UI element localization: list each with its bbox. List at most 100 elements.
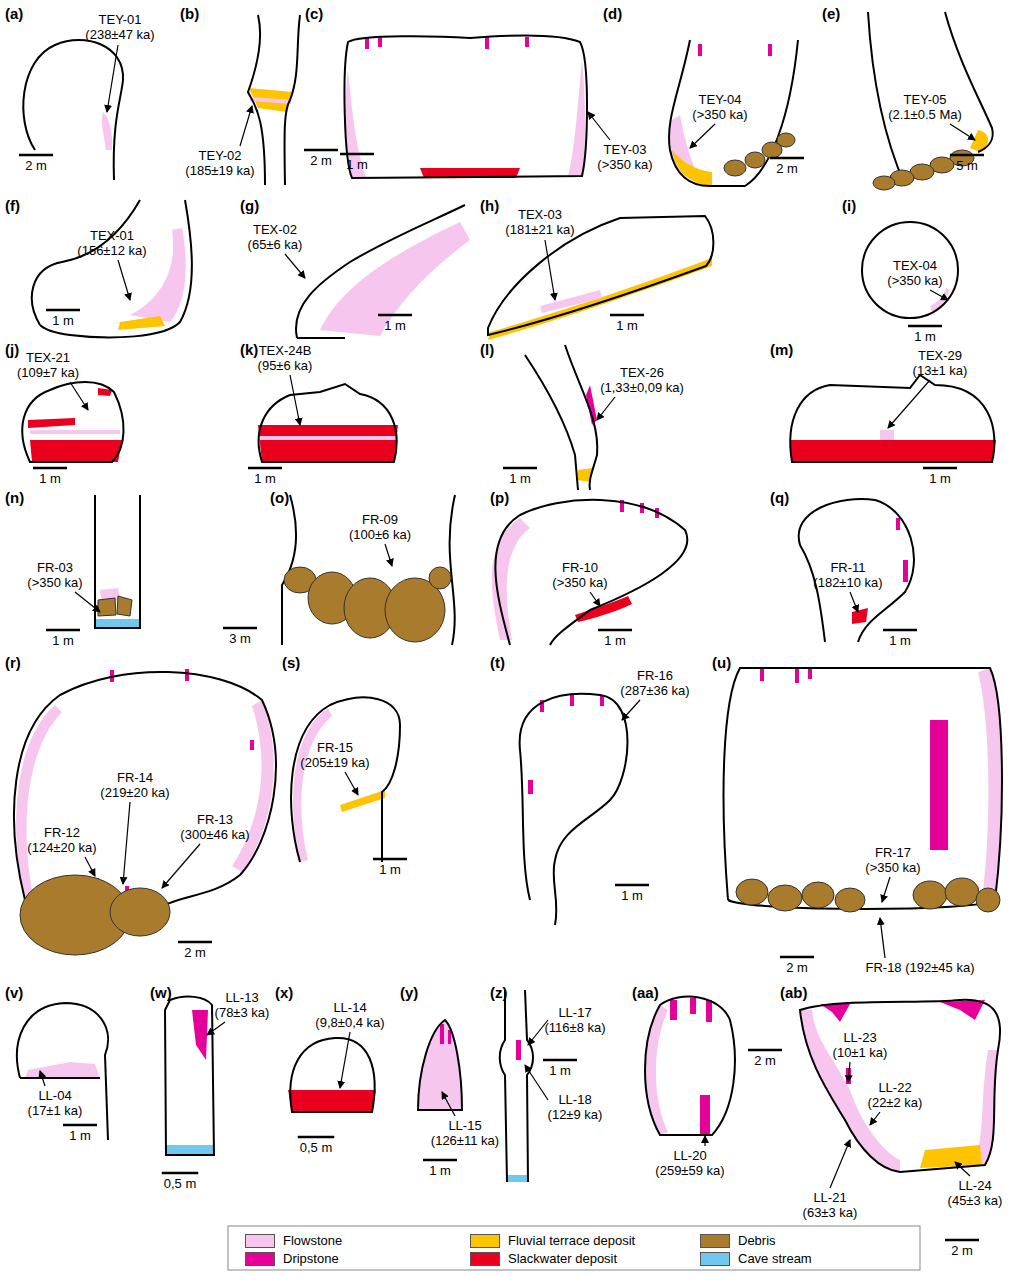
sample-label: FR-16 (287±36 ka) [618,668,692,698]
sample-label: LL-04 (17±1 ka) [24,1088,86,1118]
scale-bar [950,154,984,157]
panel-letter: (m) [770,342,793,357]
panel-letter: (p) [490,490,509,505]
scale-bar [178,941,212,944]
scale-bar [883,629,917,632]
leader-arrow [118,260,130,300]
leader-arrow [70,382,88,410]
sample-label: FR-03 (>350 ka) [24,560,86,590]
leader-arrow [525,1065,548,1100]
scale-label: 1 m [69,1128,91,1143]
scale-label: 1 m [914,329,936,344]
leader-arrow [75,592,100,612]
scale-label: 3 m [229,631,251,646]
sample-label: FR-09 (100±6 ka) [345,512,415,542]
leader-arrow [442,1092,455,1116]
sample-label: LL-24 (45±3 ka) [944,1178,1006,1208]
scale-label: 2 m [310,153,332,168]
leader-arrow [930,290,948,300]
sample-label: FR-18 (192±45 ka) [850,960,990,975]
leader-arrow [704,1136,705,1146]
sample-label: TEX-04 (>350 ka) [878,258,952,288]
scale-bar [945,1239,979,1242]
scale-bars [19,150,984,1240]
leader-arrow [207,1022,225,1035]
scale-bar [46,309,80,312]
panel-letter: (b) [180,6,199,21]
sample-label: LL-20 (259±59 ka) [653,1148,727,1178]
scale-label: 1 m [39,471,61,486]
panel-letter: (a) [5,6,23,21]
scale-bar [304,149,338,152]
leader-arrow [830,1140,850,1188]
legend-text: Debris [738,1233,776,1248]
scale-label: 1 m [509,471,531,486]
panel-letter: (ab) [780,985,808,1000]
scale-label: 1 m [52,633,74,648]
scale-bar [162,1172,199,1175]
leader-arrow [882,877,890,902]
scale-bar [923,467,957,470]
sample-label: FR-12 (124±20 ka) [25,825,99,855]
scale-bar [378,314,412,317]
leader-arrow [588,112,610,140]
sample-label: TEX-24B (95±6 ka) [248,343,322,373]
panel-letter: (x) [275,985,293,1000]
scale-bar [373,858,407,861]
legend-text: Cave stream [738,1251,812,1266]
panel-letter: (o) [270,490,289,505]
scale-bar [298,1136,335,1139]
panel-letter: (l) [480,342,494,357]
leader-arrow [385,544,392,566]
scale-bar [598,629,632,632]
scale-label: 1 m [621,888,643,903]
legend-swatch [700,1252,730,1266]
sample-label: TEY-04 (>350 ka) [683,92,757,122]
scale-label: 1 m [429,1163,451,1178]
scale-label: 2 m [25,158,47,173]
panel-letter: (w) [150,985,172,1000]
panel-letter: (t) [490,655,505,670]
scale-bar [223,627,257,630]
panel-letter: (v) [5,985,23,1000]
panel-letter: (f) [5,198,20,213]
scale-bar [503,467,537,470]
leader-arrow [162,844,200,888]
scale-bar [610,314,644,317]
sample-label: LL-18 (12±9 ka) [544,1092,606,1122]
panel-letter: (c) [305,6,323,21]
leader-arrow [545,240,555,300]
leader-lines [40,45,975,1188]
sample-label: LL-23 (10±1 ka) [829,1030,891,1060]
leader-arrow [85,857,95,876]
sample-label: FR-10 (>350 ka) [549,560,611,590]
scale-label: 1 m [52,313,74,328]
sample-label: TEX-01 (156±12 ka) [75,228,149,258]
panel-letter: (i) [842,198,856,213]
leader-arrow [340,1032,350,1088]
sample-label: FR-14 (219±20 ka) [98,770,172,800]
leader-arrow [240,106,252,146]
leader-arrow [590,592,600,606]
scale-bar [63,1124,97,1127]
panel-letter: (aa) [632,985,659,1000]
scale-label: 1 m [616,318,638,333]
legend-swatch [470,1252,500,1266]
scale-bar [46,629,80,632]
legend-text: Slackwater deposit [508,1251,617,1266]
sample-label: TEY-05 (2.1±0.5 Ma) [885,92,965,122]
leader-arrow [40,1071,45,1086]
panel-letter: (z) [490,985,508,1000]
scale-label: 1 m [929,471,951,486]
leader-arrow [285,254,305,278]
sample-label: TEX-26 (1,33±0,09 ka) [597,365,687,395]
scale-label: 1 m [549,1063,571,1078]
sample-label: LL-22 (22±2 ka) [864,1080,926,1110]
scale-bar [33,467,67,470]
scale-bar [748,1049,782,1052]
panel-letter: (g) [240,198,259,213]
scale-label: 2 m [951,1243,973,1258]
legend-text: Flowstone [283,1233,342,1248]
scale-bar [780,956,814,959]
